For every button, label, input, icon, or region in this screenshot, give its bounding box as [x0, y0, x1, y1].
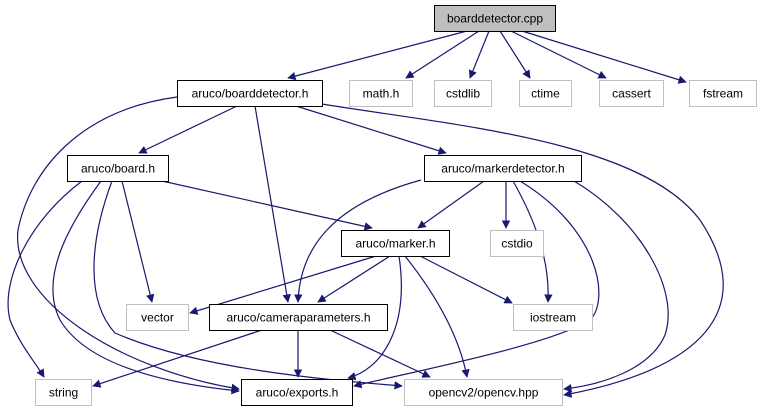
edge-cameraparameters-h-to-opencv-hpp — [329, 329, 431, 378]
edge-boarddetector-cpp-to-math-h — [405, 30, 480, 79]
node-box — [67, 155, 169, 182]
node-box — [241, 379, 353, 406]
node-box — [519, 80, 572, 107]
edge-marker-h-to-exports-h — [347, 255, 402, 381]
node-cstdlib: cstdlib — [434, 80, 492, 107]
node-cameraparameters-h[interactable]: aruco/cameraparameters.h — [209, 304, 388, 331]
edge-cameraparameters-h-to-string — [92, 329, 263, 388]
node-label: aruco/exports.h — [256, 386, 339, 400]
node-vector: vector — [126, 304, 189, 331]
edge-boarddetector-h-to-cameraparameters-h — [254, 105, 291, 303]
node-fstream: fstream — [689, 80, 757, 107]
node-label: aruco/marker.h — [355, 237, 435, 251]
edge-boarddetector-cpp-to-ctime — [499, 30, 531, 79]
edge-markerdetector-h-to-exports-h — [353, 180, 600, 389]
node-label: ctime — [531, 87, 560, 101]
node-box — [349, 80, 413, 107]
node-boarddetector-cpp[interactable]: boarddetector.cpp — [434, 5, 556, 32]
node-box — [434, 80, 492, 107]
edge-boarddetector-h-to-exports-h — [17, 96, 240, 392]
node-label: iostream — [530, 311, 576, 325]
edge-boarddetector-h-to-board-h — [138, 105, 238, 154]
edge-boarddetector-h-to-opencv-hpp — [321, 103, 724, 398]
node-box — [490, 230, 544, 257]
node-label: aruco/board.h — [81, 162, 155, 176]
edge-board-h-to-vector — [121, 180, 155, 303]
edge-board-h-to-marker-h — [161, 180, 373, 231]
node-label: fstream — [703, 87, 743, 101]
node-box — [434, 5, 556, 32]
node-iostream: iostream — [513, 304, 593, 331]
node-marker-h[interactable]: aruco/marker.h — [341, 230, 450, 257]
node-string: string — [35, 379, 92, 406]
node-box — [209, 304, 388, 331]
nodes-layer: boarddetector.cpp aruco/boarddetector.h ma… — [35, 5, 757, 406]
edge-markerdetector-h-to-marker-h — [417, 180, 485, 229]
edge-marker-h-to-iostream — [419, 255, 513, 304]
edge-boarddetector-h-to-markerdetector-h — [295, 105, 447, 155]
node-cstdio: cstdio — [490, 230, 544, 257]
node-label: aruco/markerdetector.h — [441, 162, 564, 176]
node-label: vector — [141, 311, 174, 325]
node-label: boarddetector.cpp — [447, 12, 543, 26]
edges-layer — [7, 30, 724, 398]
node-box — [513, 304, 593, 331]
node-ctime: ctime — [519, 80, 572, 107]
edge-marker-h-to-cameraparameters-h — [317, 255, 391, 303]
node-label: cstdio — [501, 237, 533, 251]
node-box — [177, 80, 323, 107]
edge-boarddetector-cpp-to-fstream — [521, 30, 687, 84]
node-label: string — [49, 386, 78, 400]
node-label: aruco/cameraparameters.h — [226, 311, 370, 325]
edge-marker-h-to-vector — [189, 255, 377, 315]
edge-boarddetector-cpp-to-cstdlib — [468, 30, 490, 79]
node-cassert: cassert — [599, 80, 664, 107]
node-boarddetector-h[interactable]: aruco/boarddetector.h — [177, 80, 323, 107]
node-box — [404, 379, 563, 406]
node-box — [424, 155, 582, 182]
node-markerdetector-h[interactable]: aruco/markerdetector.h — [424, 155, 582, 182]
edge-markerdetector-h-to-cameraparameters-h — [294, 179, 422, 303]
edge-board-h-to-string — [7, 180, 83, 378]
node-label: aruco/boarddetector.h — [192, 87, 309, 101]
node-box — [35, 379, 92, 406]
node-math-h: math.h — [349, 80, 413, 107]
node-box — [599, 80, 664, 107]
edge-marker-h-to-opencv-hpp — [404, 255, 470, 378]
node-board-h[interactable]: aruco/board.h — [67, 155, 169, 182]
node-box — [689, 80, 757, 107]
node-label: math.h — [363, 87, 400, 101]
node-label: opencv2/opencv.hpp — [429, 386, 539, 400]
node-label: cstdlib — [446, 87, 480, 101]
edge-board-h-to-exports-h — [52, 180, 240, 395]
node-box — [341, 230, 450, 257]
edge-boarddetector-cpp-to-cassert — [510, 30, 607, 79]
edge-markerdetector-h-to-opencv-hpp — [563, 180, 669, 393]
edge-boarddetector-cpp-to-boarddetector-h — [287, 30, 468, 81]
node-box — [126, 304, 189, 331]
node-label: cassert — [612, 87, 651, 101]
node-opencv-hpp: opencv2/opencv.hpp — [404, 379, 563, 406]
edge-board-h-to-opencv-hpp — [93, 180, 403, 390]
node-exports-h[interactable]: aruco/exports.h — [241, 379, 353, 406]
